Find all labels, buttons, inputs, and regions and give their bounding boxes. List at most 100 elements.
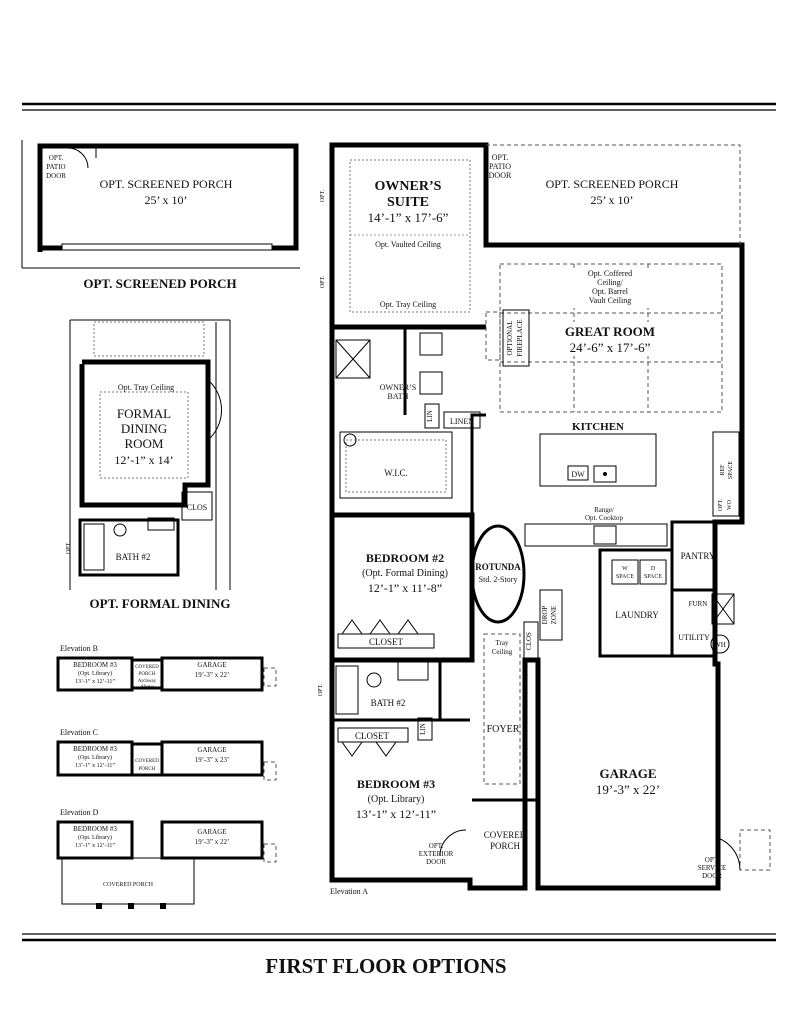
garage-name: GARAGE [599, 766, 656, 781]
owners-suite-tray: Opt. Tray Ceiling [380, 300, 436, 309]
tray-ceiling-2: Ceiling [492, 648, 513, 656]
dining-ceiling-label: Opt. Tray Ceiling [118, 383, 174, 392]
screened-porch-dims: 25’ x 10’ [144, 193, 187, 207]
laundry-label: LAUNDRY [615, 610, 659, 620]
closet2-label: CLOSET [355, 731, 390, 741]
elevation-d-label: Elevation D [60, 808, 99, 817]
service-door-1: OPT. [705, 856, 720, 864]
service-door-3: DOOR [702, 872, 722, 880]
bath2-opt: OPT. [318, 683, 324, 696]
covered-porch-2: PORCH [490, 841, 521, 851]
elev-d-garage: GARAGE [197, 828, 226, 836]
lin-label: LIN [426, 410, 434, 422]
linen-label: LINEN [450, 417, 474, 426]
dining-name-1: FORMAL [117, 406, 171, 421]
elev-d-dims: 13’-1” x 12’-11” [75, 843, 115, 849]
patio-door-3: DOOR [489, 171, 512, 180]
elev-b-garage: GARAGE [197, 661, 226, 669]
owners-suite-dims: 14’-1” x 17’-6” [368, 210, 449, 225]
owners-suite-opt-2: OPT. [320, 275, 326, 288]
ext-door-2: EXTERIOR [419, 850, 454, 858]
rotunda-sub: Std. 2-Story [479, 575, 518, 584]
bedroom2-closet: CLOSET [369, 637, 404, 647]
elev-c-porch-1: COVERED [135, 759, 159, 764]
bedroom3-dims: 13’-1” x 12’-11” [356, 807, 436, 821]
covered-porch-1: COVERED [484, 830, 527, 840]
dining-bath-label: BATH #2 [116, 552, 151, 562]
owners-bath-1: OWNER’S [380, 383, 416, 392]
wic-label: W.I.C. [384, 468, 407, 478]
elev-b-garage-dims: 19’-3” x 22’ [195, 671, 230, 679]
elevation-b-label: Elevation B [60, 644, 98, 653]
range-1: Range/ [594, 506, 614, 514]
sheet-title: FIRST FLOOR OPTIONS [265, 954, 506, 978]
elev-c-garage-dims: 19’-3” x 23’ [195, 756, 230, 764]
dining-clos-label: CLOS [187, 503, 207, 512]
screened-porch-caption: OPT. SCREENED PORCH [83, 276, 236, 291]
elevation-d: Elevation D BEDROOM #3 (Opt. Library) 13… [56, 808, 277, 909]
elev-d-bedroom: BEDROOM #3 [73, 825, 117, 833]
bedroom2-sub: (Opt. Formal Dining) [362, 568, 448, 579]
drop-zone-1: DROP [541, 606, 549, 625]
formal-dining-option: Opt. Tray Ceiling FORMAL DINING ROOM 12’… [66, 319, 231, 590]
elev-c-library: (Opt. Library) [78, 754, 112, 761]
bedroom3-name: BEDROOM #3 [357, 777, 435, 791]
elev-c-bedroom: BEDROOM #3 [73, 745, 117, 753]
main-screened-porch-name: OPT. SCREENED PORCH [546, 177, 679, 191]
patio-door-label-2: PATIO [46, 163, 65, 171]
rotunda-name: ROTUNDA [475, 562, 521, 572]
w-space-2: SPACE [616, 574, 634, 580]
fireplace-1: OPTIONAL [506, 321, 514, 356]
dining-name-2: DINING [121, 421, 167, 436]
owners-suite-opt-1: OPT. [320, 189, 326, 202]
elev-c-porch-2: PORCH [139, 767, 156, 772]
service-door-2: SERVICE [698, 864, 727, 872]
patio-door-label-3: DOOR [46, 172, 66, 180]
elev-b-library: (Opt. Library) [78, 670, 112, 677]
elev-b-porch-1: COVERED [135, 665, 159, 670]
patio-door-1: OPT. [492, 153, 509, 162]
range-2: Opt. Cooktop [585, 514, 624, 522]
dining-opt-label: OPT. [66, 541, 72, 554]
owners-suite-name-1: OWNER’S [375, 179, 442, 194]
elevation-a-label: Elevation A [330, 887, 368, 896]
bedroom2-name: BEDROOM #2 [366, 551, 444, 565]
top-rule [22, 102, 776, 111]
owners-suite-name-2: SUITE [387, 195, 429, 210]
patio-door-2: PATIO [489, 162, 511, 171]
d-space-2: SPACE [644, 574, 662, 580]
utility-label: UTILITY [678, 633, 710, 642]
elevation-c-label: Elevation C [60, 728, 98, 737]
screened-porch-option: OPT. PATIO DOOR OPT. SCREENED PORCH 25’ … [21, 140, 300, 269]
wo-2: WO [727, 499, 733, 510]
elev-d-porch: COVERED PORCH [103, 882, 154, 888]
elevation-b: Elevation B BEDROOM #3 (Opt. Library) 13… [56, 644, 277, 692]
formal-dining-caption: OPT. FORMAL DINING [90, 596, 231, 611]
main-floor-plan: OWNER’S SUITE 14’-1” x 17’-6” Opt. Vault… [318, 142, 771, 896]
furn-label: FURN [689, 600, 708, 608]
dining-dims: 12’-1” x 14’ [114, 453, 173, 467]
ext-door-3: DOOR [426, 858, 446, 866]
great-room-ceiling-2: Ceiling/ [597, 278, 624, 287]
bedroom3-sub: (Opt. Library) [368, 794, 425, 805]
great-room-name: GREAT ROOM [565, 324, 655, 339]
wh-label: WH [714, 641, 726, 649]
ref-space-1: REF [720, 464, 726, 476]
d-space-1: D [651, 566, 656, 572]
great-room-ceiling-4: Vault Ceiling [589, 296, 631, 305]
bath2-name: BATH #2 [371, 698, 406, 708]
bottom-rule [22, 933, 776, 942]
main-screened-porch-dims: 25’ x 10’ [590, 193, 633, 207]
tray-ceiling-1: Tray [496, 639, 509, 647]
owners-bath-2: BATH [388, 392, 409, 401]
owners-suite-vaulted: Opt. Vaulted Ceiling [375, 240, 441, 249]
screened-porch-name: OPT. SCREENED PORCH [100, 177, 233, 191]
great-room-dims: 24’-6” x 17’-6” [570, 340, 651, 355]
dw-label: DW [571, 470, 585, 479]
drop-zone-2: ZONE [550, 606, 558, 625]
elev-b-arch-2: Above [140, 685, 154, 690]
bedroom2-dims: 12’-1” x 11’-8” [368, 581, 442, 595]
foyer-label: FOYER [487, 724, 520, 735]
ref-space-2: SPACE [728, 461, 734, 479]
